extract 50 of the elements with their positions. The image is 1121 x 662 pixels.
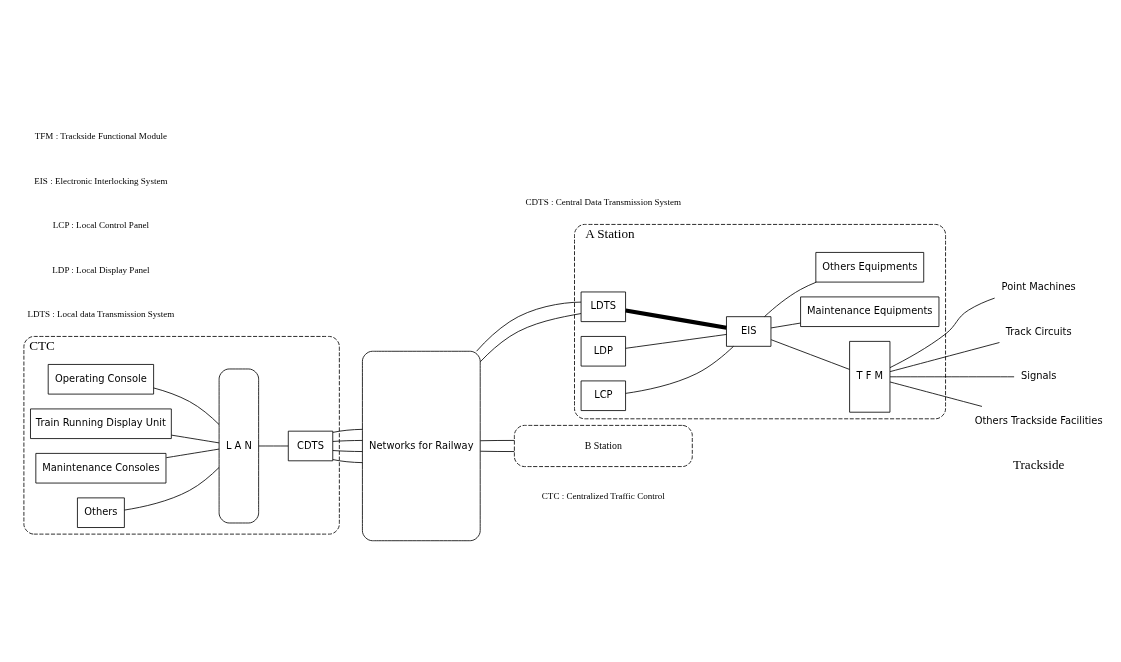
node-box: LDP <box>580 335 626 366</box>
node-box: Networks for Railway <box>362 350 481 541</box>
connector <box>764 281 817 317</box>
node-box: Train Running Display Unit <box>30 408 172 439</box>
node-box: Others Equipments <box>815 251 925 282</box>
connector <box>480 450 515 452</box>
node-box: CDTS <box>287 430 334 461</box>
connector <box>889 381 983 407</box>
label: Trackside <box>1012 456 1065 472</box>
connector <box>258 445 289 446</box>
node-text: Signals <box>1020 369 1057 381</box>
connector <box>124 466 220 510</box>
connector <box>332 439 363 442</box>
node-box: Others <box>77 496 125 528</box>
connector <box>332 428 363 433</box>
node-box: B Station <box>513 424 693 467</box>
label: TFM : Trackside Functional Module <box>34 130 167 141</box>
connector <box>171 434 220 443</box>
label: EIS : Electronic Interlocking System <box>34 175 168 186</box>
node-box: LCP <box>580 380 626 411</box>
connector <box>332 458 363 463</box>
label: LDTS : Local data Transmission System <box>27 308 175 319</box>
label: CTC : Centralized Traffic Control <box>541 490 665 501</box>
connector <box>889 375 1015 377</box>
node-box: Operating Console <box>47 363 155 394</box>
connector <box>153 387 220 425</box>
node-text: Track Circuits <box>1005 325 1072 337</box>
node-box: T F M <box>849 340 891 413</box>
node-box: Maintenance Equipments <box>800 296 940 327</box>
connector <box>889 341 1000 372</box>
connector <box>476 301 582 352</box>
connector <box>480 439 515 441</box>
connector <box>625 345 734 394</box>
node-box: L A N <box>218 368 260 523</box>
connector <box>770 322 801 328</box>
label: CDTS : Central Data Transmission System <box>525 196 682 207</box>
connector <box>889 297 996 368</box>
connector <box>625 333 727 349</box>
node-text: Others Trackside Facilities <box>974 414 1103 426</box>
connector <box>165 448 220 458</box>
node-box: LDTS <box>580 291 626 322</box>
connector <box>770 338 850 370</box>
connector <box>479 312 582 362</box>
node-box: EIS <box>726 315 772 347</box>
node-text: Point Machines <box>1001 280 1076 292</box>
node-box: Manintenance Consoles <box>35 452 167 483</box>
label: LCP : Local Control Panel <box>52 219 149 230</box>
label: LDP : Local Display Panel <box>52 264 150 275</box>
connector <box>625 307 727 330</box>
connector <box>332 449 363 452</box>
